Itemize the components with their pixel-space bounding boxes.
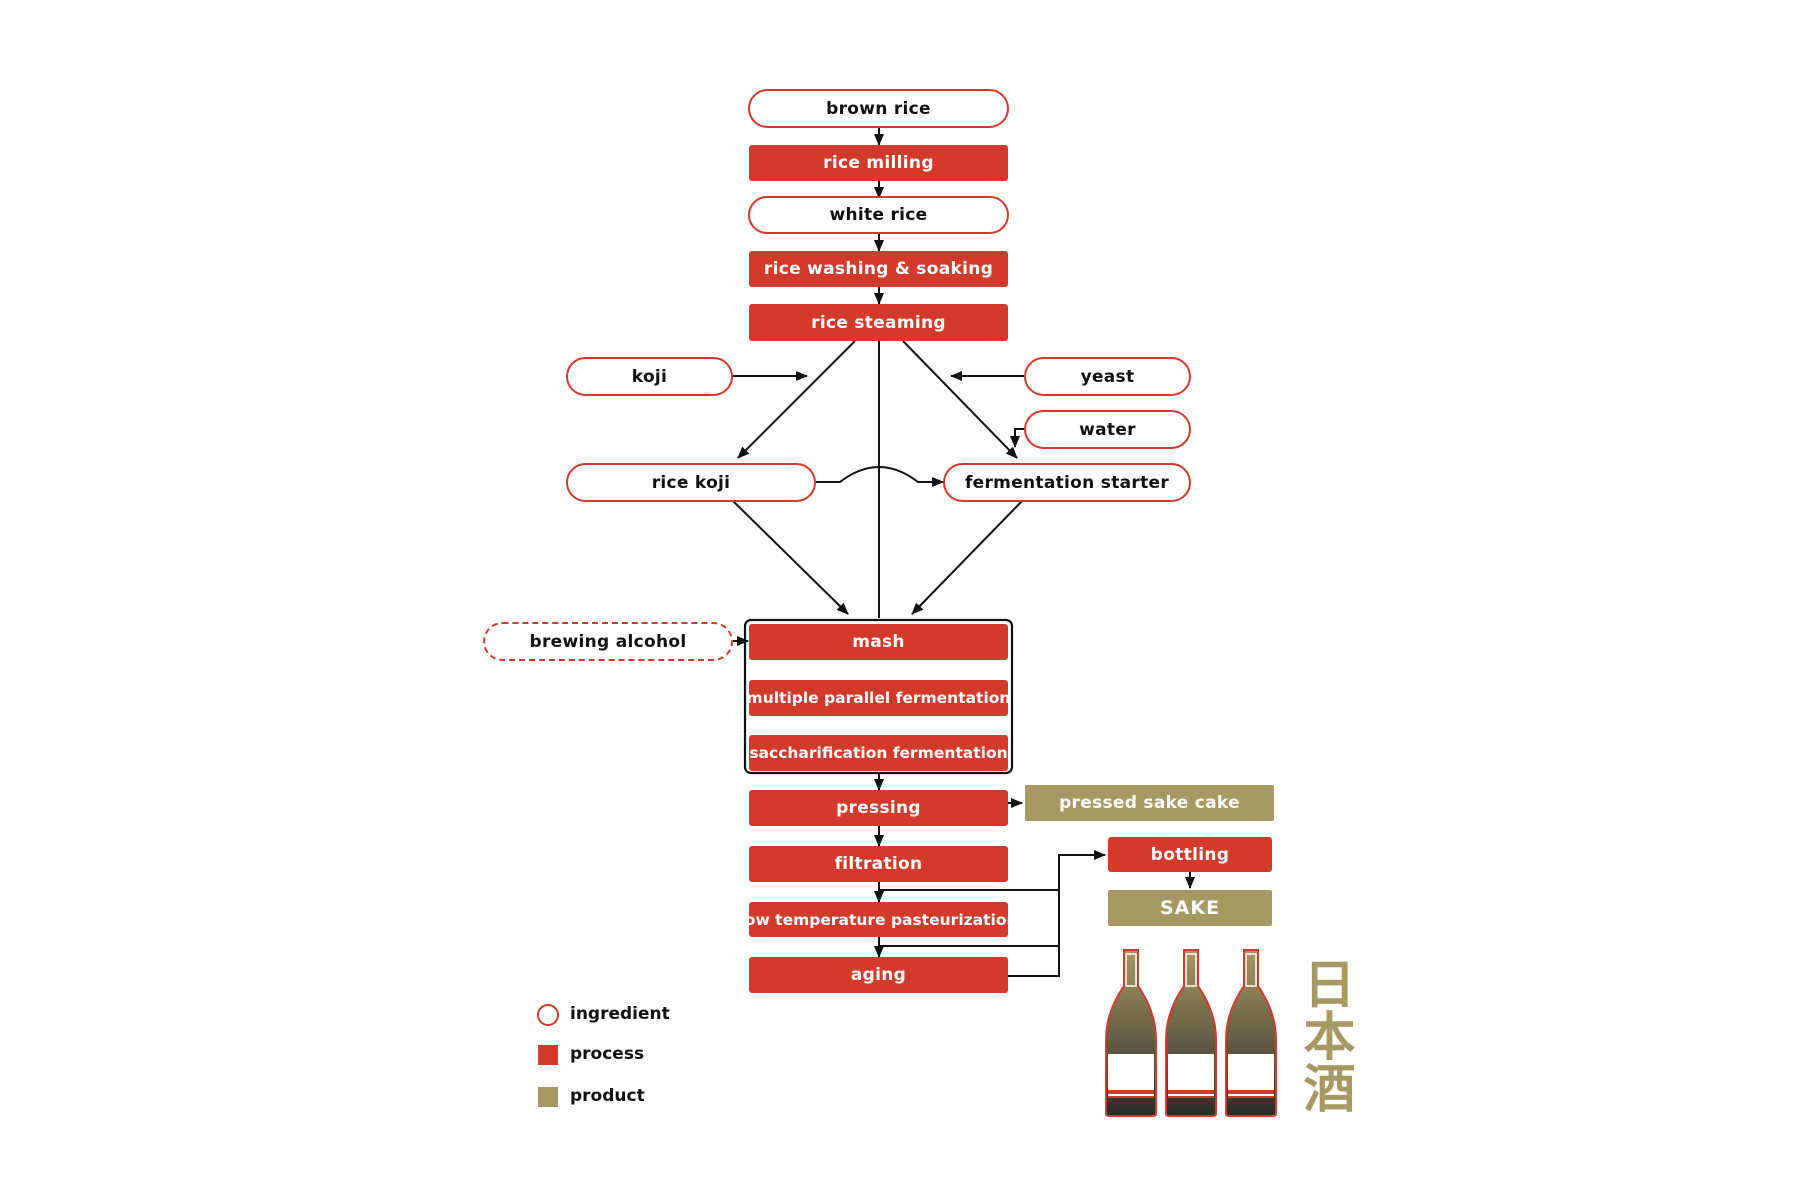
node-water: water <box>1024 410 1191 449</box>
node-fermentation-starter: fermentation starter <box>943 463 1191 502</box>
node-label: koji <box>631 366 668 387</box>
node-label: water <box>1079 419 1136 440</box>
node-label: fermentation starter <box>964 472 1170 493</box>
node-label: SAKE <box>1159 897 1221 919</box>
node-brewing-alcohol: brewing alcohol <box>483 622 733 661</box>
arrow-ricekoji-to-starter <box>816 466 944 487</box>
logo-text: 日本酒 <box>1294 957 1355 1113</box>
sake-bottles-icon <box>1105 949 1277 1117</box>
node-label: mash <box>852 632 905 652</box>
node-label: rice washing & soaking <box>763 259 994 279</box>
legend-ingredient-label: ingredient <box>570 1004 670 1024</box>
legend-product-swatch <box>538 1087 558 1107</box>
legend-process-label: process <box>570 1044 645 1064</box>
legend-process-swatch <box>538 1045 558 1065</box>
node-label: brewing alcohol <box>529 631 687 652</box>
node-label: rice steaming <box>811 312 946 333</box>
node-label: rice milling <box>823 153 934 173</box>
node-mash: mash <box>749 624 1008 660</box>
node-label: saccharification fermentation <box>749 744 1008 762</box>
arrow-steaming-to-starter <box>902 340 1018 459</box>
arrow-starter-to-mash <box>911 500 1023 615</box>
node-label: multiple parallel fermentation <box>746 689 1011 707</box>
legend-ingredient-swatch <box>537 1004 559 1026</box>
arrow-aging-to-bottling <box>1008 850 1106 977</box>
node-rice-milling: rice milling <box>749 145 1008 181</box>
node-koji: koji <box>566 357 733 396</box>
node-low-temperature-pasteurization: low temperature pasteurization <box>739 902 1018 937</box>
node-label: low temperature pasteurization <box>739 910 1018 929</box>
node-label: pressed sake cake <box>1059 793 1240 813</box>
node-label: yeast <box>1080 366 1135 387</box>
node-white-rice: white rice <box>748 196 1009 234</box>
node-pressing: pressing <box>749 790 1008 826</box>
arrow-steaming-to-ricekoji <box>737 340 856 459</box>
arrow-water-input <box>1010 428 1024 448</box>
node-sake: SAKE <box>1108 890 1272 926</box>
node-bottling: bottling <box>1108 837 1272 872</box>
node-pressed-sake-cake: pressed sake cake <box>1025 785 1274 821</box>
node-rice-koji: rice koji <box>566 463 816 502</box>
arrow-ricekoji-to-mash <box>732 500 849 615</box>
node-label: bottling <box>1150 844 1230 865</box>
node-saccharification-fermentation: saccharification fermentation <box>749 735 1008 771</box>
node-label: brown rice <box>826 98 931 119</box>
node-multiple-parallel-fermentation: multiple parallel fermentation <box>746 680 1011 716</box>
node-yeast: yeast <box>1024 357 1191 396</box>
nihonshu-logo: 日本酒 <box>1292 950 1355 1120</box>
legend-product-label: product <box>570 1086 645 1106</box>
node-brown-rice: brown rice <box>748 89 1009 128</box>
node-label: aging <box>850 965 907 985</box>
node-rice-washing: rice washing & soaking <box>749 251 1008 287</box>
node-label: filtration <box>834 854 923 874</box>
node-aging: aging <box>749 957 1008 993</box>
node-label: white rice <box>829 205 928 225</box>
node-filtration: filtration <box>749 846 1008 882</box>
node-label: pressing <box>836 798 921 818</box>
node-rice-steaming: rice steaming <box>749 304 1008 341</box>
node-label: rice koji <box>651 472 731 493</box>
